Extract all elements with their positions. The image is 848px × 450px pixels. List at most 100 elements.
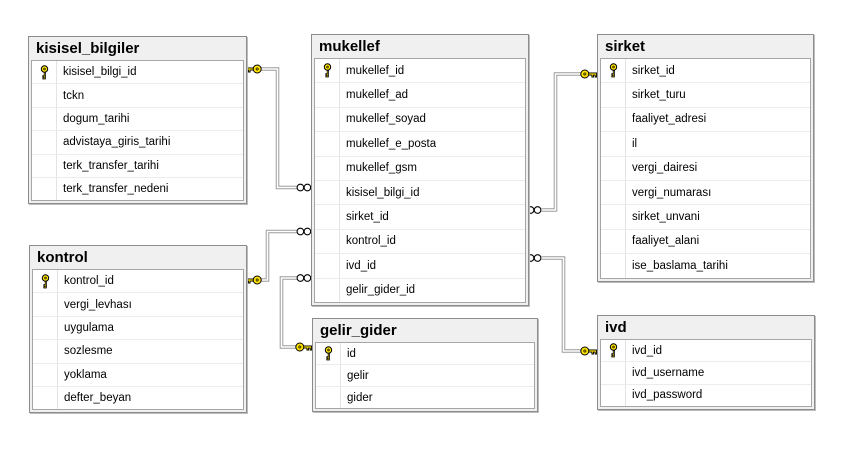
primary-key-icon	[324, 346, 332, 361]
key-icon	[244, 64, 262, 74]
table-row[interactable]: vergi_numarası	[601, 180, 810, 206]
icon-cell	[33, 386, 58, 410]
table-gelir-gider[interactable]: gelir_gider id gelir gider	[312, 318, 538, 412]
icon-cell	[33, 293, 58, 316]
column-name: gelir	[347, 369, 369, 382]
table-title[interactable]: kisisel_bilgiler	[36, 40, 140, 57]
table-row[interactable]: sirket_id	[315, 205, 525, 230]
table-row[interactable]: kontrol_id	[33, 270, 243, 294]
icon-cell	[601, 384, 626, 406]
key-icon	[295, 342, 313, 352]
table-title[interactable]: kontrol	[37, 249, 88, 266]
icon-cell	[601, 362, 626, 384]
table-row[interactable]: uygulama	[33, 316, 243, 341]
table-title[interactable]: mukellef	[319, 38, 380, 55]
table-row[interactable]: ivd_username	[601, 362, 811, 385]
icon-cell	[315, 254, 340, 278]
infinity-icon	[526, 254, 542, 262]
column-name: faaliyet_alani	[632, 235, 700, 248]
table-row[interactable]: mukellef_soyad	[315, 107, 525, 133]
icon-cell	[315, 83, 340, 107]
connector-kisisel-bilgiler-mukellef[interactable]	[244, 64, 312, 192]
table-row[interactable]: mukellef_gsm	[315, 156, 525, 181]
table-row[interactable]: sirket_unvani	[601, 205, 810, 230]
table-row[interactable]: ivd_password	[601, 384, 811, 406]
column-name: dogum_tarihi	[63, 112, 130, 125]
column-name: faaliyet_adresi	[632, 113, 707, 126]
primary-key-icon	[40, 64, 48, 80]
primary-key-icon	[609, 343, 617, 358]
column-name: tckn	[63, 89, 85, 102]
icon-cell	[315, 229, 340, 254]
table-row[interactable]: gider	[316, 387, 534, 408]
table-row[interactable]: terk_transfer_nedeni	[32, 177, 243, 201]
column-name: mukellef_soyad	[346, 113, 426, 126]
table-row[interactable]: dogum_tarihi	[32, 107, 243, 132]
column-name: gelir_gider_id	[346, 284, 416, 297]
table-title[interactable]: gelir_gider	[320, 322, 397, 339]
table-row[interactable]: mukellef_id	[315, 59, 525, 84]
table-row[interactable]: ivd_id	[315, 254, 525, 279]
table-row[interactable]: yoklama	[33, 363, 243, 387]
table-title[interactable]: sirket	[605, 38, 646, 55]
key-icon	[580, 346, 598, 356]
column-name: vergi_numarası	[632, 186, 712, 199]
key-icon	[580, 69, 598, 79]
table-row[interactable]: mukellef_e_posta	[315, 132, 525, 157]
column-name: defter_beyan	[64, 392, 132, 405]
primary-key-cell	[315, 59, 340, 83]
table-row[interactable]: vergi_dairesi	[601, 156, 810, 181]
primary-key-cell	[316, 343, 341, 364]
icon-cell	[315, 132, 340, 156]
table-row[interactable]: faaliyet_adresi	[601, 107, 810, 133]
table-row[interactable]: mukellef_ad	[315, 83, 525, 108]
table-row[interactable]: terk_transfer_tarihi	[32, 154, 243, 178]
connector-kontrol-mukellef[interactable]	[244, 227, 312, 285]
table-row[interactable]: ivd_id	[601, 340, 811, 363]
table-row[interactable]: id	[316, 343, 534, 365]
connector-sirket-mukellef[interactable]	[526, 69, 598, 214]
table-row[interactable]: il	[601, 132, 810, 157]
icon-cell	[601, 156, 626, 180]
table-row[interactable]: kontrol_id	[315, 229, 525, 255]
icon-cell	[601, 83, 626, 107]
table-title[interactable]: ivd	[605, 319, 627, 336]
icon-cell	[32, 131, 57, 154]
table-row[interactable]: vergi_levhası	[33, 293, 243, 317]
column-name: ivd_id	[632, 344, 663, 357]
table-row[interactable]: tckn	[32, 84, 243, 108]
table-row[interactable]: advistaya_giris_tarihi	[32, 131, 243, 155]
icon-cell	[316, 387, 341, 408]
table-row[interactable]: gelir	[316, 365, 534, 387]
table-row[interactable]: sozlesme	[33, 340, 243, 364]
icon-cell	[601, 254, 626, 278]
table-row[interactable]: kisisel_bilgi_id	[315, 180, 525, 206]
icon-cell	[315, 107, 340, 132]
infinity-icon	[296, 183, 312, 192]
table-row[interactable]: ise_baslama_tarihi	[601, 254, 810, 278]
icon-cell	[601, 180, 626, 205]
table-row[interactable]: gelir_gider_id	[315, 278, 525, 302]
column-name: yoklama	[64, 368, 107, 381]
key-icon	[244, 275, 262, 285]
table-row[interactable]: sirket_id	[601, 59, 810, 84]
icon-cell	[601, 205, 626, 229]
primary-key-cell	[33, 270, 58, 293]
table-row[interactable]: sirket_turu	[601, 83, 810, 108]
connector-gelir-gider-mukellef[interactable]	[279, 274, 313, 352]
column-name: kontrol_id	[346, 235, 396, 248]
primary-key-icon	[323, 63, 331, 78]
table-row[interactable]: faaliyet_alani	[601, 229, 810, 255]
infinity-icon	[296, 274, 312, 282]
table-row[interactable]: defter_beyan	[33, 386, 243, 410]
icon-cell	[33, 340, 58, 363]
table-row[interactable]: kisisel_bilgi_id	[32, 61, 243, 85]
